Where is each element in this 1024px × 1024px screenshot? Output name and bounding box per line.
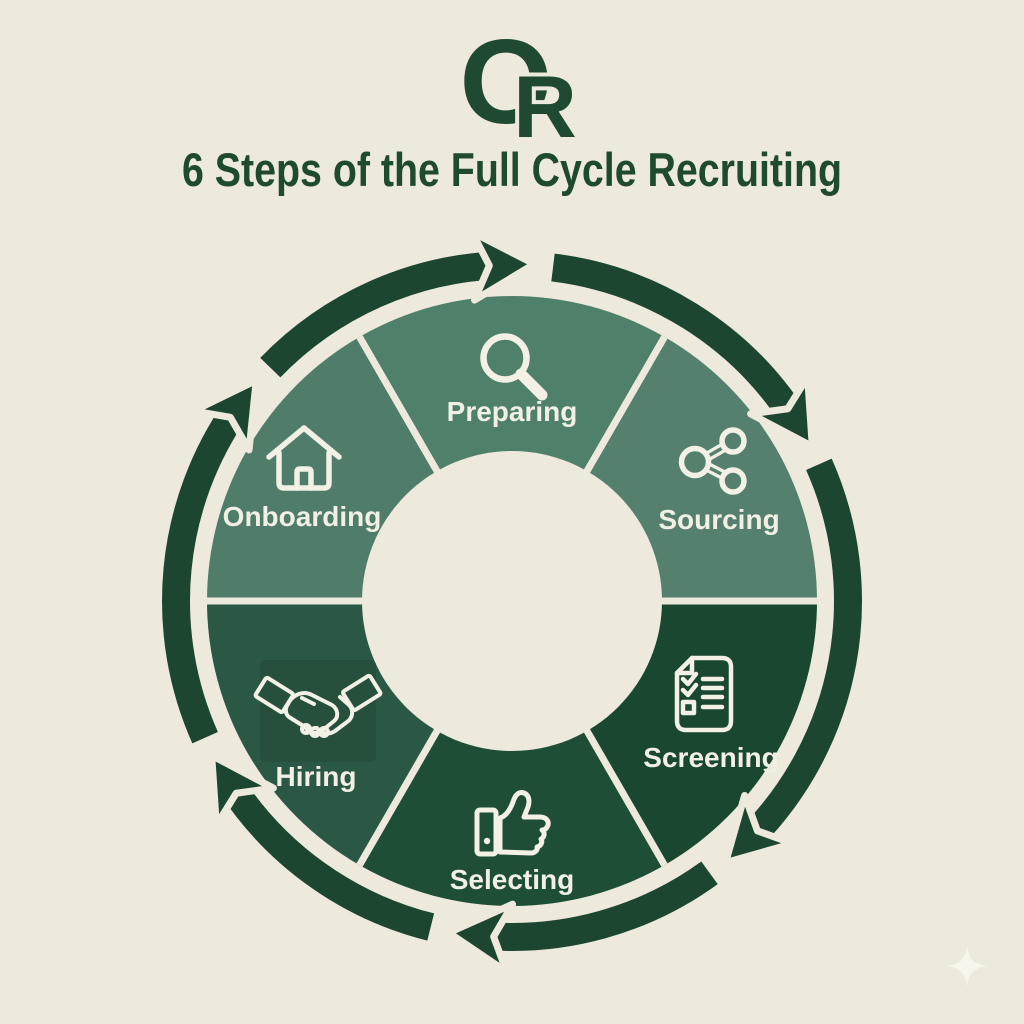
- ring-arc: [481, 861, 718, 951]
- label-preparing: Preparing: [447, 396, 578, 427]
- ring-arc: [551, 253, 806, 426]
- magnifier-search-icon: [480, 333, 548, 401]
- handshake-icon: [253, 673, 383, 738]
- checklist-document-icon: [674, 655, 734, 733]
- label-screening: Screening: [643, 742, 778, 773]
- cycle-arrowheads: [189, 228, 816, 976]
- label-sourcing: Sourcing: [658, 504, 779, 535]
- label-hiring: Hiring: [276, 761, 357, 792]
- logo-letter-r: R: [513, 57, 577, 156]
- center-hub: [362, 451, 662, 751]
- ring-arc: [739, 458, 862, 849]
- ring-arc: [162, 400, 249, 744]
- label-onboarding: Onboarding: [223, 501, 382, 532]
- arrow-icon: [747, 373, 816, 451]
- ring-arc: [218, 776, 435, 941]
- label-selecting: Selecting: [450, 864, 574, 895]
- arrow-icon: [445, 900, 517, 976]
- sparkle-icon: [946, 945, 988, 987]
- thumbs-up-icon: [474, 790, 551, 857]
- arrow-icon: [189, 376, 260, 454]
- house-icon: [266, 425, 342, 491]
- segment-labels: Preparing Sourcing Screening Selecting H…: [223, 396, 780, 895]
- cycle-ring: [162, 251, 862, 951]
- logo-letter-o: O: [459, 15, 552, 149]
- ring-arc: [260, 251, 501, 378]
- logo: O R: [459, 15, 580, 160]
- share-network-icon: [678, 427, 747, 495]
- page-title: 6 Steps of the Full Cycle Recruiting: [182, 143, 842, 196]
- arrow-icon: [468, 228, 538, 304]
- segment-selecting: [359, 601, 665, 906]
- segment-preparing: [359, 296, 665, 601]
- arrow-icon: [722, 791, 797, 867]
- arrow-icon: [208, 751, 277, 829]
- hiring-icon-panel: [260, 660, 376, 762]
